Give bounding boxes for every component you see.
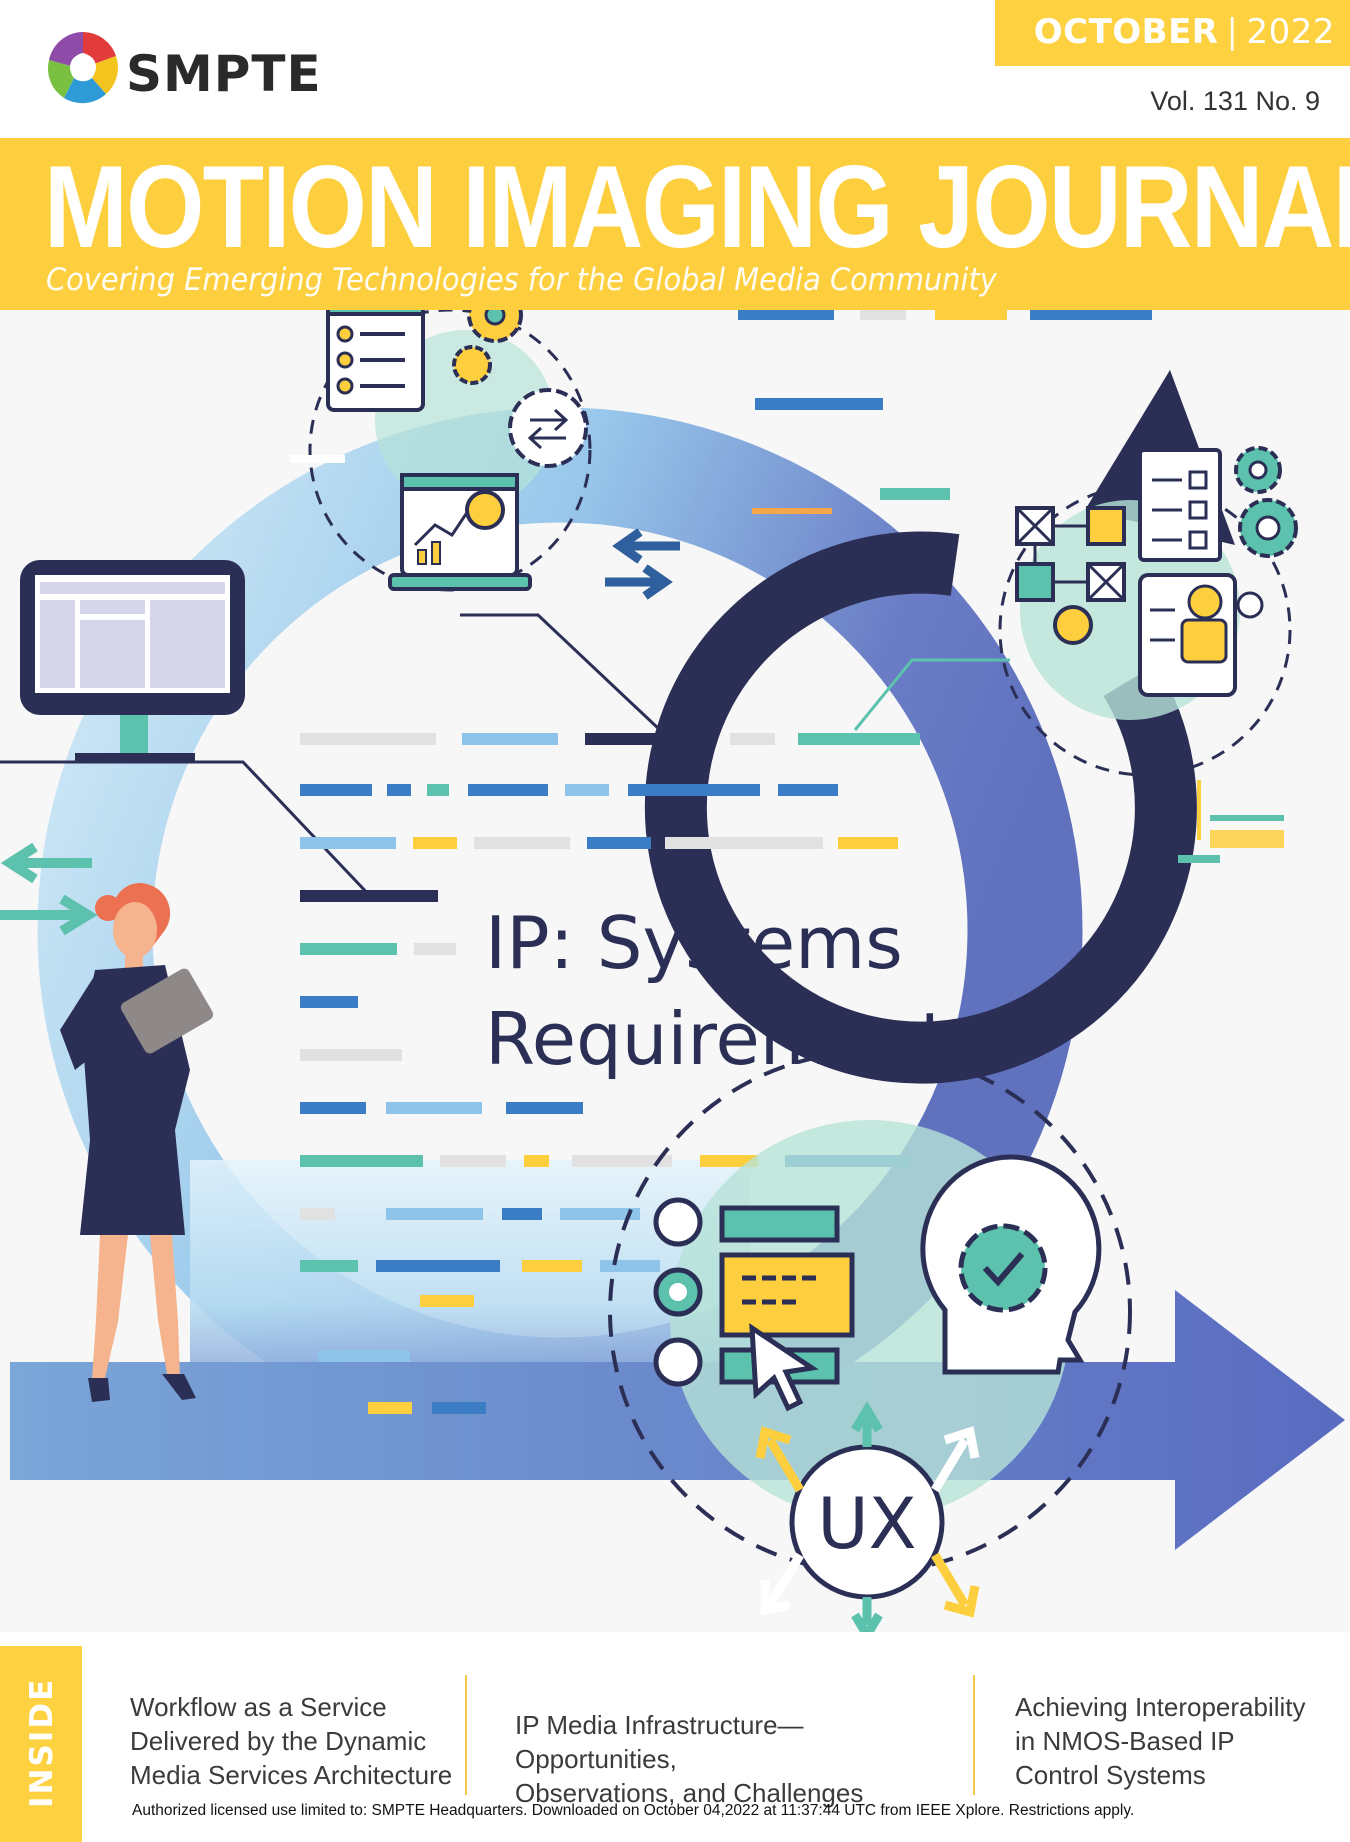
article-teaser[interactable]: IP Media Infrastructure—Opportunities, O… [515,1708,955,1810]
issue-month: OCTOBER [1033,12,1219,52]
brand-wordmark: SMPTE [126,45,322,103]
cycle-arrow-icon [644,531,1197,1084]
column-divider [465,1675,467,1795]
cover-artwork: UX [0,287,1345,1644]
masthead-band [0,138,1350,310]
checklist-icon [326,296,425,412]
woman-with-tablet-figure [60,882,214,1402]
article-teaser[interactable]: Workflow as a Service Delivered by the D… [130,1690,460,1792]
headline-line-1: IP: Systems [485,901,903,985]
journal-title: MOTION IMAGING JOURNAL [44,141,1350,272]
article-title-line: Media Services Architecture [130,1760,453,1790]
issue-year: 2022 [1246,12,1335,52]
inside-tab [0,1646,82,1842]
article-title-line: Delivered by the Dynamic [130,1726,427,1756]
ux-label: UX [817,1483,916,1565]
cover-illustration: UX [0,287,1350,1644]
license-notice: Authorized licensed use limited to: SMPT… [132,1802,1135,1819]
article-title-line: Control Systems [1015,1760,1206,1790]
monitor-icon [20,560,245,763]
analytics-laptop-icon [388,473,532,591]
volume-number: Vol. 131 No. 9 [1150,86,1320,116]
article-title-line: in NMOS-Based IP [1015,1726,1235,1756]
issue-date-banner [995,0,1350,66]
data-bars [290,308,1284,1414]
headline-line-2: Requirements [485,997,986,1081]
article-title-line: Observations, and Challenges [515,1778,864,1808]
mobile-user-icon [1138,573,1264,697]
settings-gears-icon [1234,446,1298,558]
smpte-logo-icon [47,32,118,104]
left-exchange-arrows-icon [0,842,98,936]
column-divider [973,1675,975,1795]
article-title-line: Achieving Interoperability [1015,1692,1306,1722]
flowchart-icon [1015,506,1126,645]
journal-tagline: Covering Emerging Technologies for the G… [46,262,997,298]
article-teaser[interactable]: Achieving Interoperability in NMOS-Based… [1015,1690,1335,1792]
inside-label: INSIDE [24,1677,60,1808]
article-title-line: IP Media Infrastructure—Opportunities, [515,1710,804,1774]
exchange-arrows-icon [605,528,680,600]
task-list-icon [1138,448,1222,562]
head-gear-icon [920,1154,1102,1375]
ux-icon: UX [755,1401,980,1644]
cursor-icon [749,1323,819,1412]
article-title-line: Workflow as a Service [130,1692,387,1722]
forward-arrow-icon [10,1290,1345,1550]
issue-date: OCTOBER|2022 [1033,12,1335,52]
cover-headline: IP: Systems Requirements [485,895,986,1087]
